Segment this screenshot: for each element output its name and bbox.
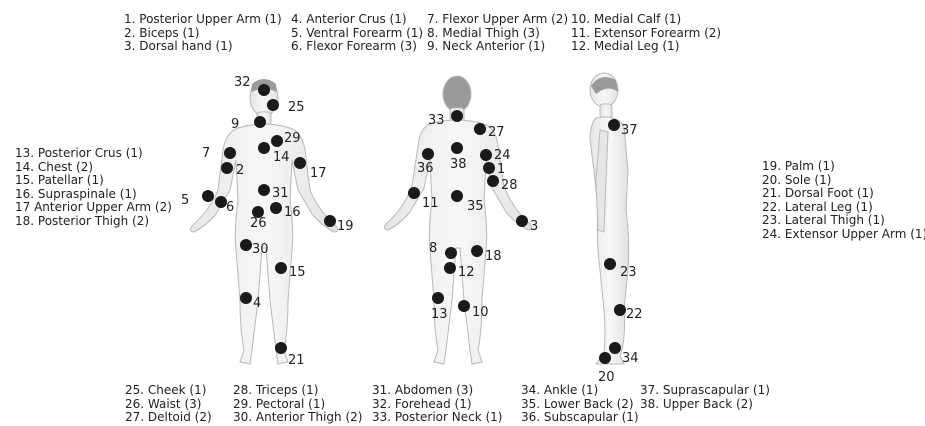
point-label: 36	[417, 161, 434, 176]
marker-dot	[451, 142, 463, 154]
marker-dot	[258, 142, 270, 154]
marker-dot	[614, 304, 626, 316]
marker-dot	[324, 215, 336, 227]
point-label: 7	[202, 146, 210, 161]
marker-dot	[609, 342, 621, 354]
point-label: 12	[458, 265, 475, 280]
point-label: 6	[226, 200, 234, 215]
point-label: 29	[284, 131, 301, 146]
point-label: 23	[620, 265, 637, 280]
marker-dot	[516, 215, 528, 227]
point-label: 21	[288, 353, 305, 368]
point-label: 4	[253, 296, 261, 311]
point-label: 26	[250, 216, 267, 231]
side-body-figure	[590, 73, 629, 364]
point-label: 33	[428, 113, 445, 128]
point-label: 18	[485, 249, 502, 264]
marker-dot	[604, 258, 616, 270]
marker-dot	[202, 190, 214, 202]
point-label: 3	[530, 219, 538, 234]
point-label: 16	[284, 205, 301, 220]
point-label: 10	[472, 305, 489, 320]
marker-dot	[608, 119, 620, 131]
point-label: 15	[289, 265, 306, 280]
marker-dot	[451, 190, 463, 202]
marker-dot	[422, 148, 434, 160]
marker-dot	[451, 110, 463, 122]
marker-dot	[275, 262, 287, 274]
point-label: 13	[431, 307, 448, 322]
point-label: 9	[231, 117, 239, 132]
point-label: 34	[622, 351, 639, 366]
point-label: 20	[598, 370, 615, 385]
marker-dot	[480, 149, 492, 161]
marker-dot	[294, 157, 306, 169]
marker-dot	[267, 99, 279, 111]
marker-dot	[275, 342, 287, 354]
point-label: 32	[234, 75, 251, 90]
marker-dot	[458, 300, 470, 312]
point-label: 25	[288, 100, 305, 115]
point-label: 5	[181, 193, 189, 208]
marker-dot	[270, 202, 282, 214]
marker-dot	[408, 187, 420, 199]
marker-dot	[258, 184, 270, 196]
point-label: 19	[337, 219, 354, 234]
marker-dot	[240, 239, 252, 251]
marker-dot	[445, 247, 457, 259]
marker-dot	[224, 147, 236, 159]
point-label: 38	[450, 157, 467, 172]
point-label: 27	[488, 125, 505, 140]
point-label: 30	[252, 242, 269, 257]
point-label: 17	[310, 166, 327, 181]
marker-dot	[240, 292, 252, 304]
point-label: 1	[497, 162, 505, 177]
marker-dot	[483, 162, 495, 174]
marker-dot	[221, 162, 233, 174]
marker-dot	[271, 135, 283, 147]
marker-dot	[471, 245, 483, 257]
marker-dot	[474, 123, 486, 135]
marker-dot	[258, 84, 270, 96]
point-label: 2	[236, 163, 244, 178]
point-label: 24	[494, 148, 511, 163]
point-label: 28	[501, 178, 518, 193]
point-label: 35	[467, 199, 484, 214]
point-label: 8	[429, 241, 437, 256]
point-label: 37	[621, 123, 638, 138]
point-label: 14	[273, 150, 290, 165]
marker-dot	[254, 116, 266, 128]
point-label: 31	[272, 186, 289, 201]
point-label: 22	[626, 307, 643, 322]
marker-dot	[444, 262, 456, 274]
marker-dot	[432, 292, 444, 304]
marker-dot	[599, 352, 611, 364]
point-label: 11	[422, 196, 439, 211]
